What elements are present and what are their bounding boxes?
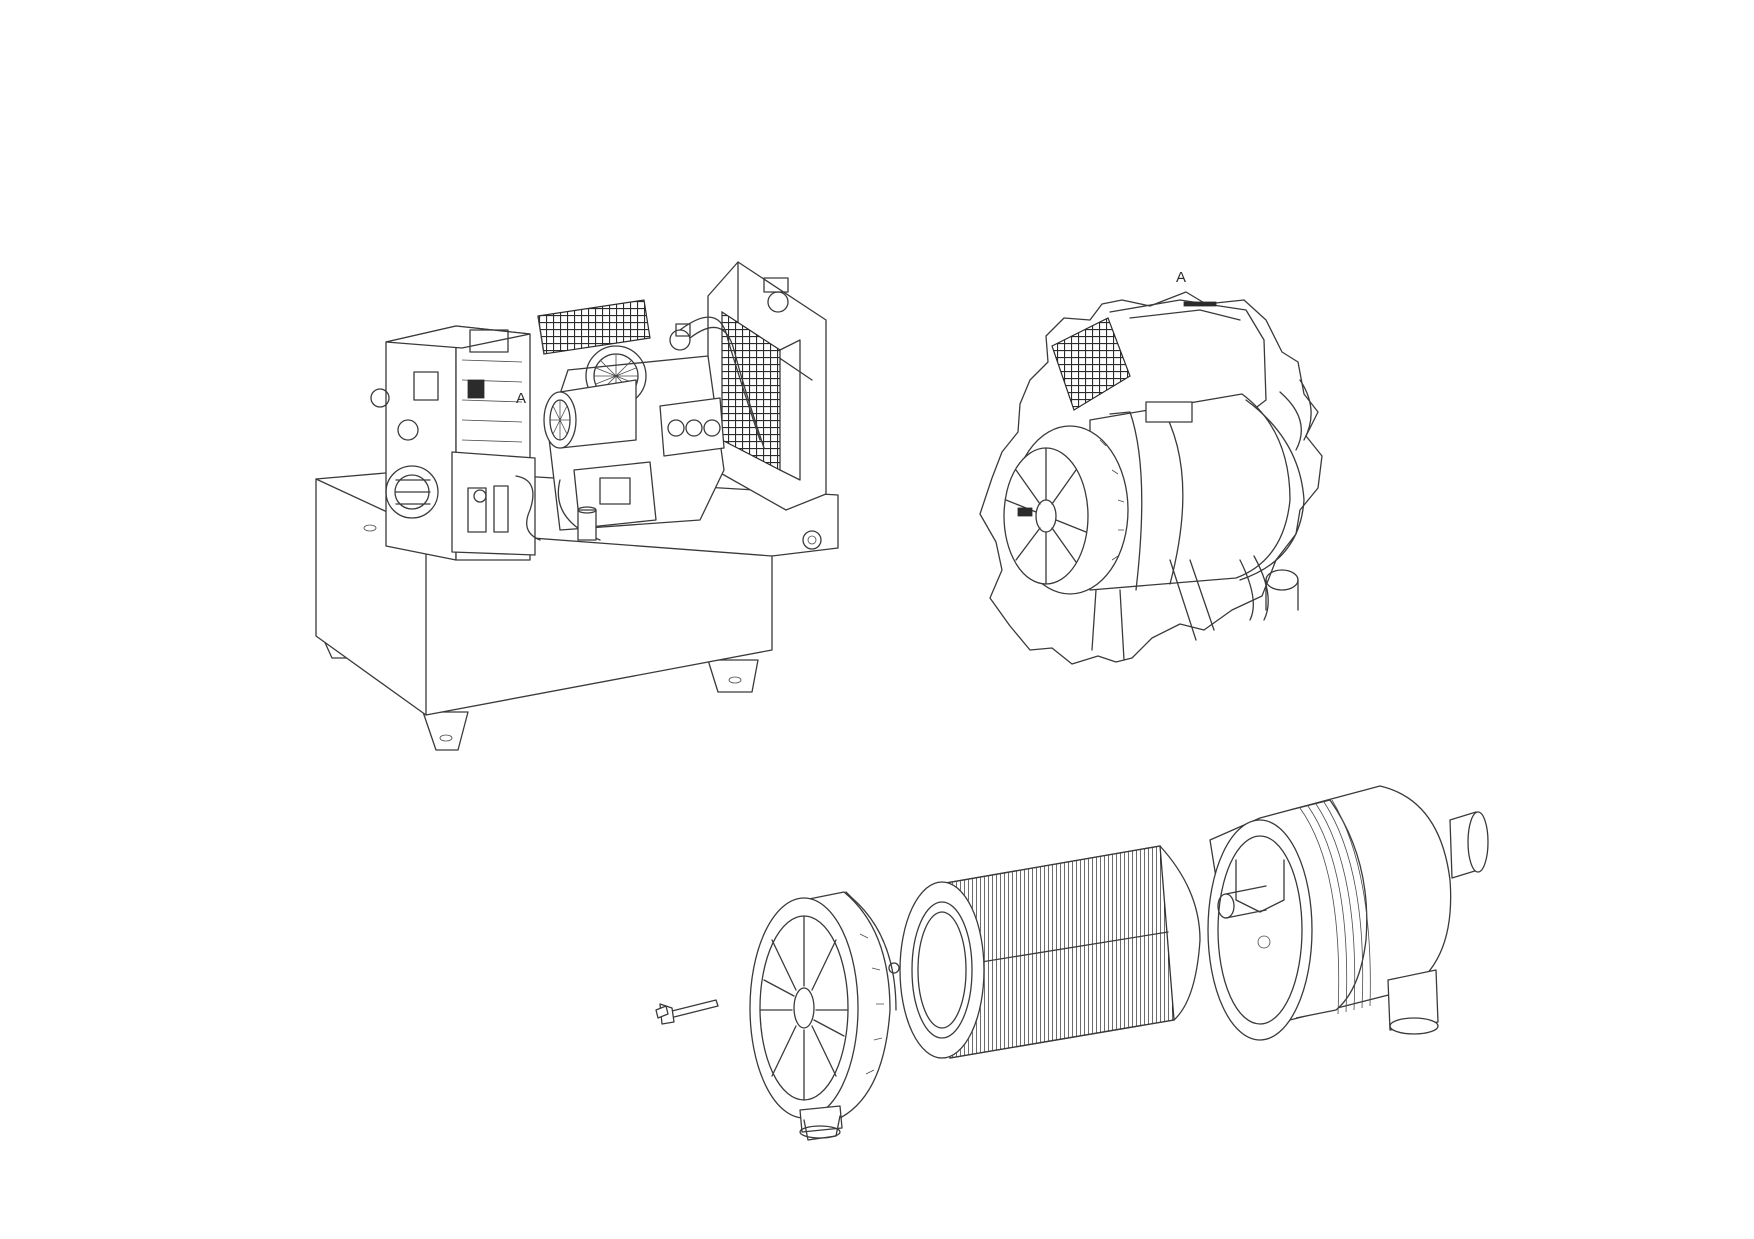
radiator-frame (707, 261, 827, 511)
filter-element (899, 845, 1201, 1059)
generator-set-overview: A (315, 261, 839, 751)
filter-housing (1207, 785, 1489, 1041)
detail-air-filter-body (1089, 393, 1305, 591)
air-filter-in-place (543, 379, 637, 449)
exploded-air-filter (655, 785, 1489, 1141)
base-feet (321, 635, 759, 751)
fuel-filter (577, 506, 597, 541)
radiator-grille (537, 299, 651, 355)
control-panel (451, 451, 541, 556)
wing-bolt (655, 999, 719, 1025)
detail-radiator-grille (1051, 317, 1131, 411)
sealing-washer (888, 962, 900, 974)
end-cover (749, 891, 897, 1141)
detail-air-filter-cover (1003, 425, 1129, 595)
detail-label-a: A (1176, 269, 1186, 286)
detail-view-a: A (979, 269, 1323, 665)
callout-label-a: A (516, 390, 526, 407)
